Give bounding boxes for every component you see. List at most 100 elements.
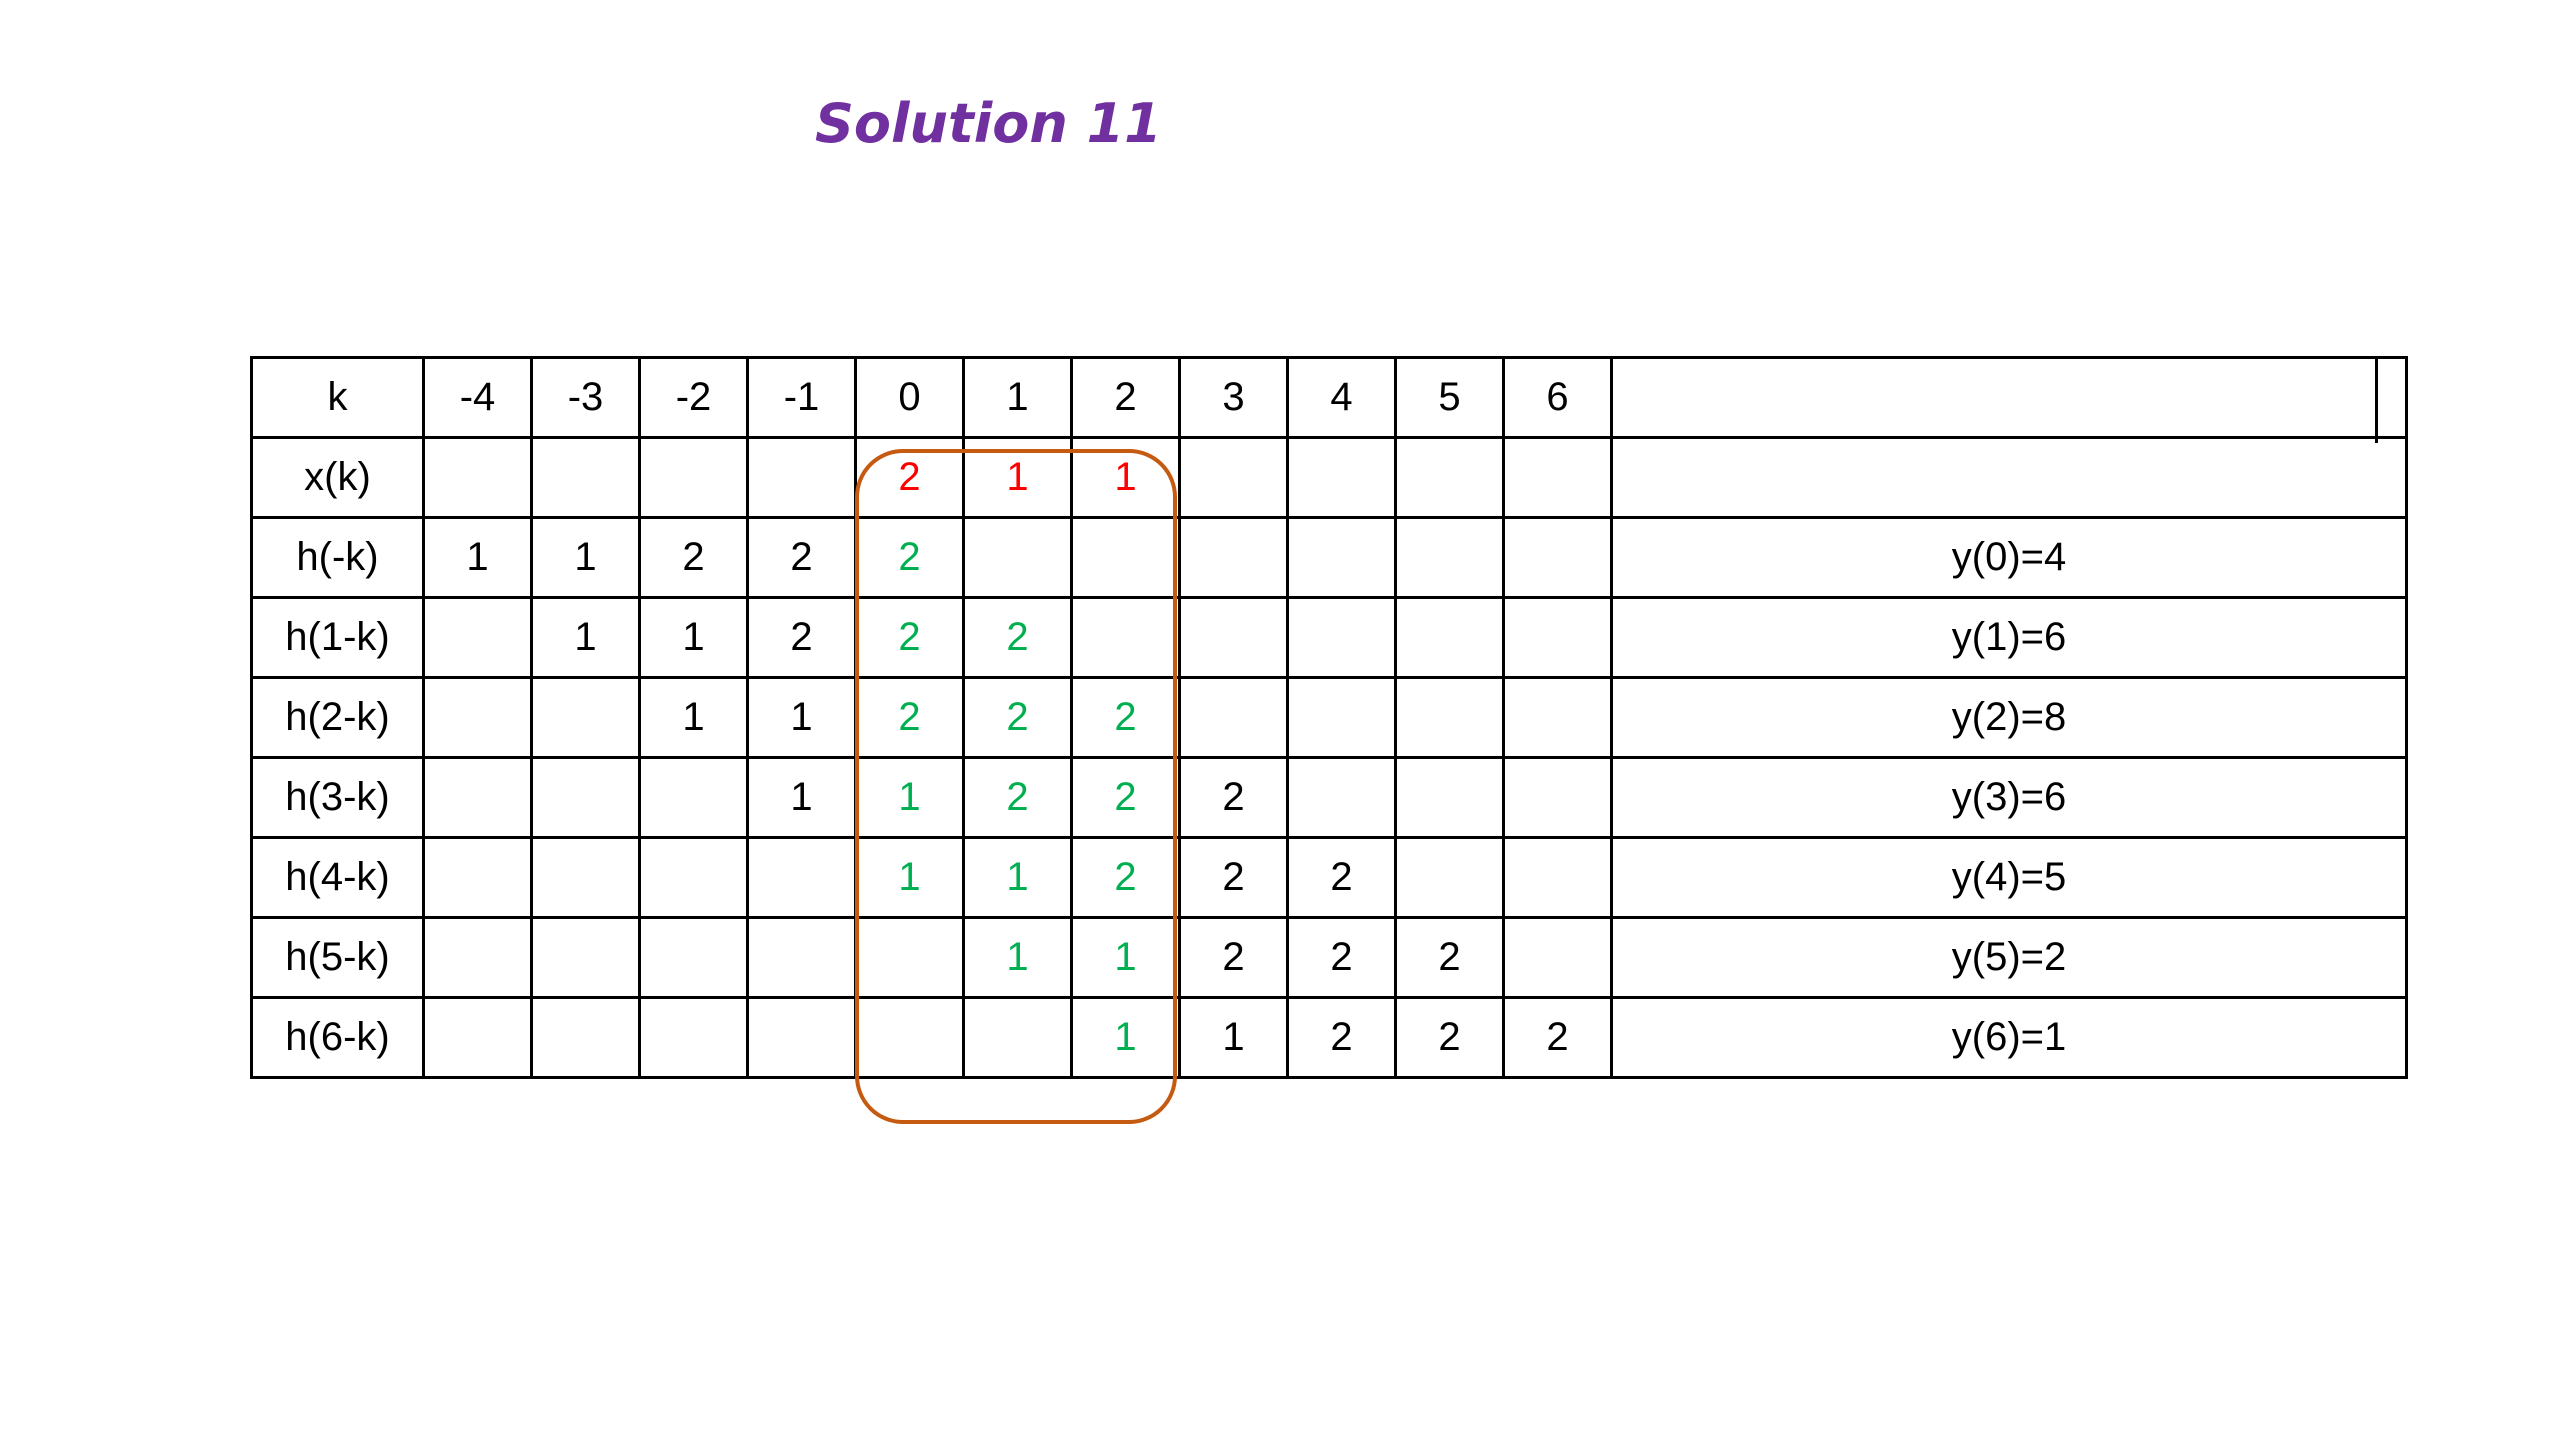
value-cell: 1 xyxy=(854,836,965,919)
value-cell xyxy=(530,676,641,759)
value-cell xyxy=(746,996,857,1079)
value-cell: 2 xyxy=(1178,916,1289,999)
value-cell xyxy=(1070,596,1181,679)
value-cell xyxy=(1394,436,1505,519)
result-cell: y(4)=5 xyxy=(1610,836,2408,919)
value-cell: 1 xyxy=(854,756,965,839)
value-cell xyxy=(746,436,857,519)
value-cell: 1 xyxy=(638,676,749,759)
value-cell xyxy=(530,436,641,519)
row-label: h(4-k) xyxy=(250,836,425,919)
value-cell xyxy=(422,756,533,839)
value-cell xyxy=(1286,436,1397,519)
value-cell xyxy=(1502,436,1613,519)
value-cell xyxy=(638,916,749,999)
header-k-value: -4 xyxy=(422,356,533,439)
value-cell xyxy=(1286,596,1397,679)
header-k-value: 4 xyxy=(1286,356,1397,439)
header-k-value: 2 xyxy=(1070,356,1181,439)
value-cell: 2 xyxy=(1286,996,1397,1079)
value-cell: 2 xyxy=(854,596,965,679)
value-cell xyxy=(746,916,857,999)
value-cell xyxy=(530,836,641,919)
value-cell xyxy=(962,516,1073,599)
page-title: Solution 11 xyxy=(815,92,1162,155)
value-cell: 1 xyxy=(530,596,641,679)
row-label: x(k) xyxy=(250,436,425,519)
header-k-value: -1 xyxy=(746,356,857,439)
value-cell xyxy=(1394,516,1505,599)
value-cell xyxy=(1502,676,1613,759)
value-cell xyxy=(1286,676,1397,759)
value-cell: 2 xyxy=(962,756,1073,839)
value-cell xyxy=(1502,516,1613,599)
value-cell: 1 xyxy=(638,596,749,679)
header-k-value: -3 xyxy=(530,356,641,439)
value-cell xyxy=(854,916,965,999)
value-cell xyxy=(1502,836,1613,919)
header-k-value: 0 xyxy=(854,356,965,439)
value-cell: 2 xyxy=(1178,836,1289,919)
value-cell: 2 xyxy=(746,596,857,679)
value-cell xyxy=(1286,756,1397,839)
value-cell: 2 xyxy=(1070,836,1181,919)
value-cell xyxy=(1394,596,1505,679)
value-cell xyxy=(1394,756,1505,839)
value-cell: 2 xyxy=(638,516,749,599)
value-cell xyxy=(638,756,749,839)
table-header-row: k -4 -3 -2 -1 0 1 2 3 4 5 6 xyxy=(250,356,2408,439)
value-cell xyxy=(422,676,533,759)
value-cell: 2 xyxy=(854,676,965,759)
value-cell xyxy=(1178,516,1289,599)
value-cell: 1 xyxy=(962,916,1073,999)
result-cell: y(2)=8 xyxy=(1610,676,2408,759)
value-cell xyxy=(1178,676,1289,759)
header-k-value: -2 xyxy=(638,356,749,439)
value-cell: 2 xyxy=(962,676,1073,759)
row-label: h(3-k) xyxy=(250,756,425,839)
header-k-label: k xyxy=(250,356,425,439)
header-k-value: 6 xyxy=(1502,356,1613,439)
value-cell: 2 xyxy=(1178,756,1289,839)
result-cell: y(6)=1 xyxy=(1610,996,2408,1079)
row-label: h(6-k) xyxy=(250,996,425,1079)
value-cell xyxy=(422,596,533,679)
result-cell: y(5)=2 xyxy=(1610,916,2408,999)
value-cell: 1 xyxy=(422,516,533,599)
header-k-value: 1 xyxy=(962,356,1073,439)
value-cell: 2 xyxy=(854,516,965,599)
value-cell: 2 xyxy=(746,516,857,599)
value-cell xyxy=(854,996,965,1079)
row-label: h(2-k) xyxy=(250,676,425,759)
value-cell: 1 xyxy=(962,436,1073,519)
value-cell: 2 xyxy=(854,436,965,519)
value-cell xyxy=(1070,516,1181,599)
value-cell: 1 xyxy=(1070,436,1181,519)
value-cell xyxy=(1286,516,1397,599)
value-cell: 1 xyxy=(1070,916,1181,999)
value-cell: 1 xyxy=(746,756,857,839)
value-cell: 2 xyxy=(1286,916,1397,999)
value-cell: 2 xyxy=(1070,676,1181,759)
value-cell: 2 xyxy=(1394,996,1505,1079)
value-cell: 2 xyxy=(962,596,1073,679)
value-cell xyxy=(1178,596,1289,679)
header-result-cell xyxy=(1610,356,2408,439)
value-cell xyxy=(422,836,533,919)
value-cell: 1 xyxy=(746,676,857,759)
value-cell xyxy=(1502,916,1613,999)
value-cell xyxy=(638,836,749,919)
value-cell xyxy=(638,436,749,519)
value-cell xyxy=(1178,436,1289,519)
value-cell: 1 xyxy=(530,516,641,599)
header-k-value: 3 xyxy=(1178,356,1289,439)
value-cell xyxy=(962,996,1073,1079)
value-cell: 2 xyxy=(1394,916,1505,999)
value-cell xyxy=(530,916,641,999)
